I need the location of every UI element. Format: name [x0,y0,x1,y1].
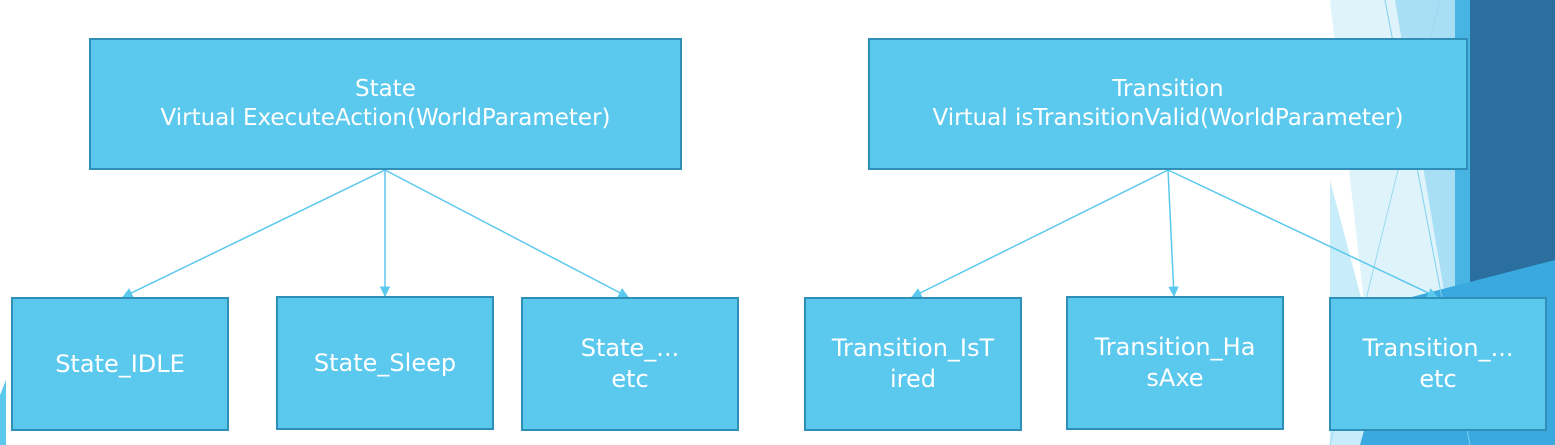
state-child-label: State_Sleep [313,348,457,377]
transition-child-label: Transition_... [1362,334,1514,363]
transition-child-label: Transition_IsT [831,334,995,363]
transition-child-box-hasaxe: Transition_Ha sAxe [1066,296,1284,430]
state-child-box-sleep: State_Sleep [276,296,494,430]
state-base-class-name: State [355,75,416,102]
transition-child-label-line2: sAxe [1146,364,1204,392]
transition-child-box-etc: Transition_... etc [1329,297,1547,431]
transition-base-class-box: Transition Virtual isTransitionValid(Wor… [868,38,1468,170]
transition-child-label-line2: etc [1419,365,1457,393]
state-child-label: State_IDLE [55,349,185,378]
deco-shape-left-sliver [0,380,6,445]
transition-base-class-name: Transition [1112,75,1224,102]
state-base-class-method: Virtual ExecuteAction(WorldParameter) [160,105,611,131]
transition-child-label-line2: ired [889,365,936,393]
transition-base-class-method: Virtual isTransitionValid(WorldParameter… [932,105,1404,131]
state-child-label-line2: etc [611,365,649,393]
transition-child-box-istired: Transition_IsT ired [804,297,1022,431]
state-child-box-idle: State_IDLE [11,297,229,431]
transition-child-label: Transition_Ha [1094,333,1256,362]
state-child-label: State_... [580,334,680,363]
state-child-box-etc: State_... etc [521,297,739,431]
state-base-class-box: State Virtual ExecuteAction(WorldParamet… [89,38,682,170]
